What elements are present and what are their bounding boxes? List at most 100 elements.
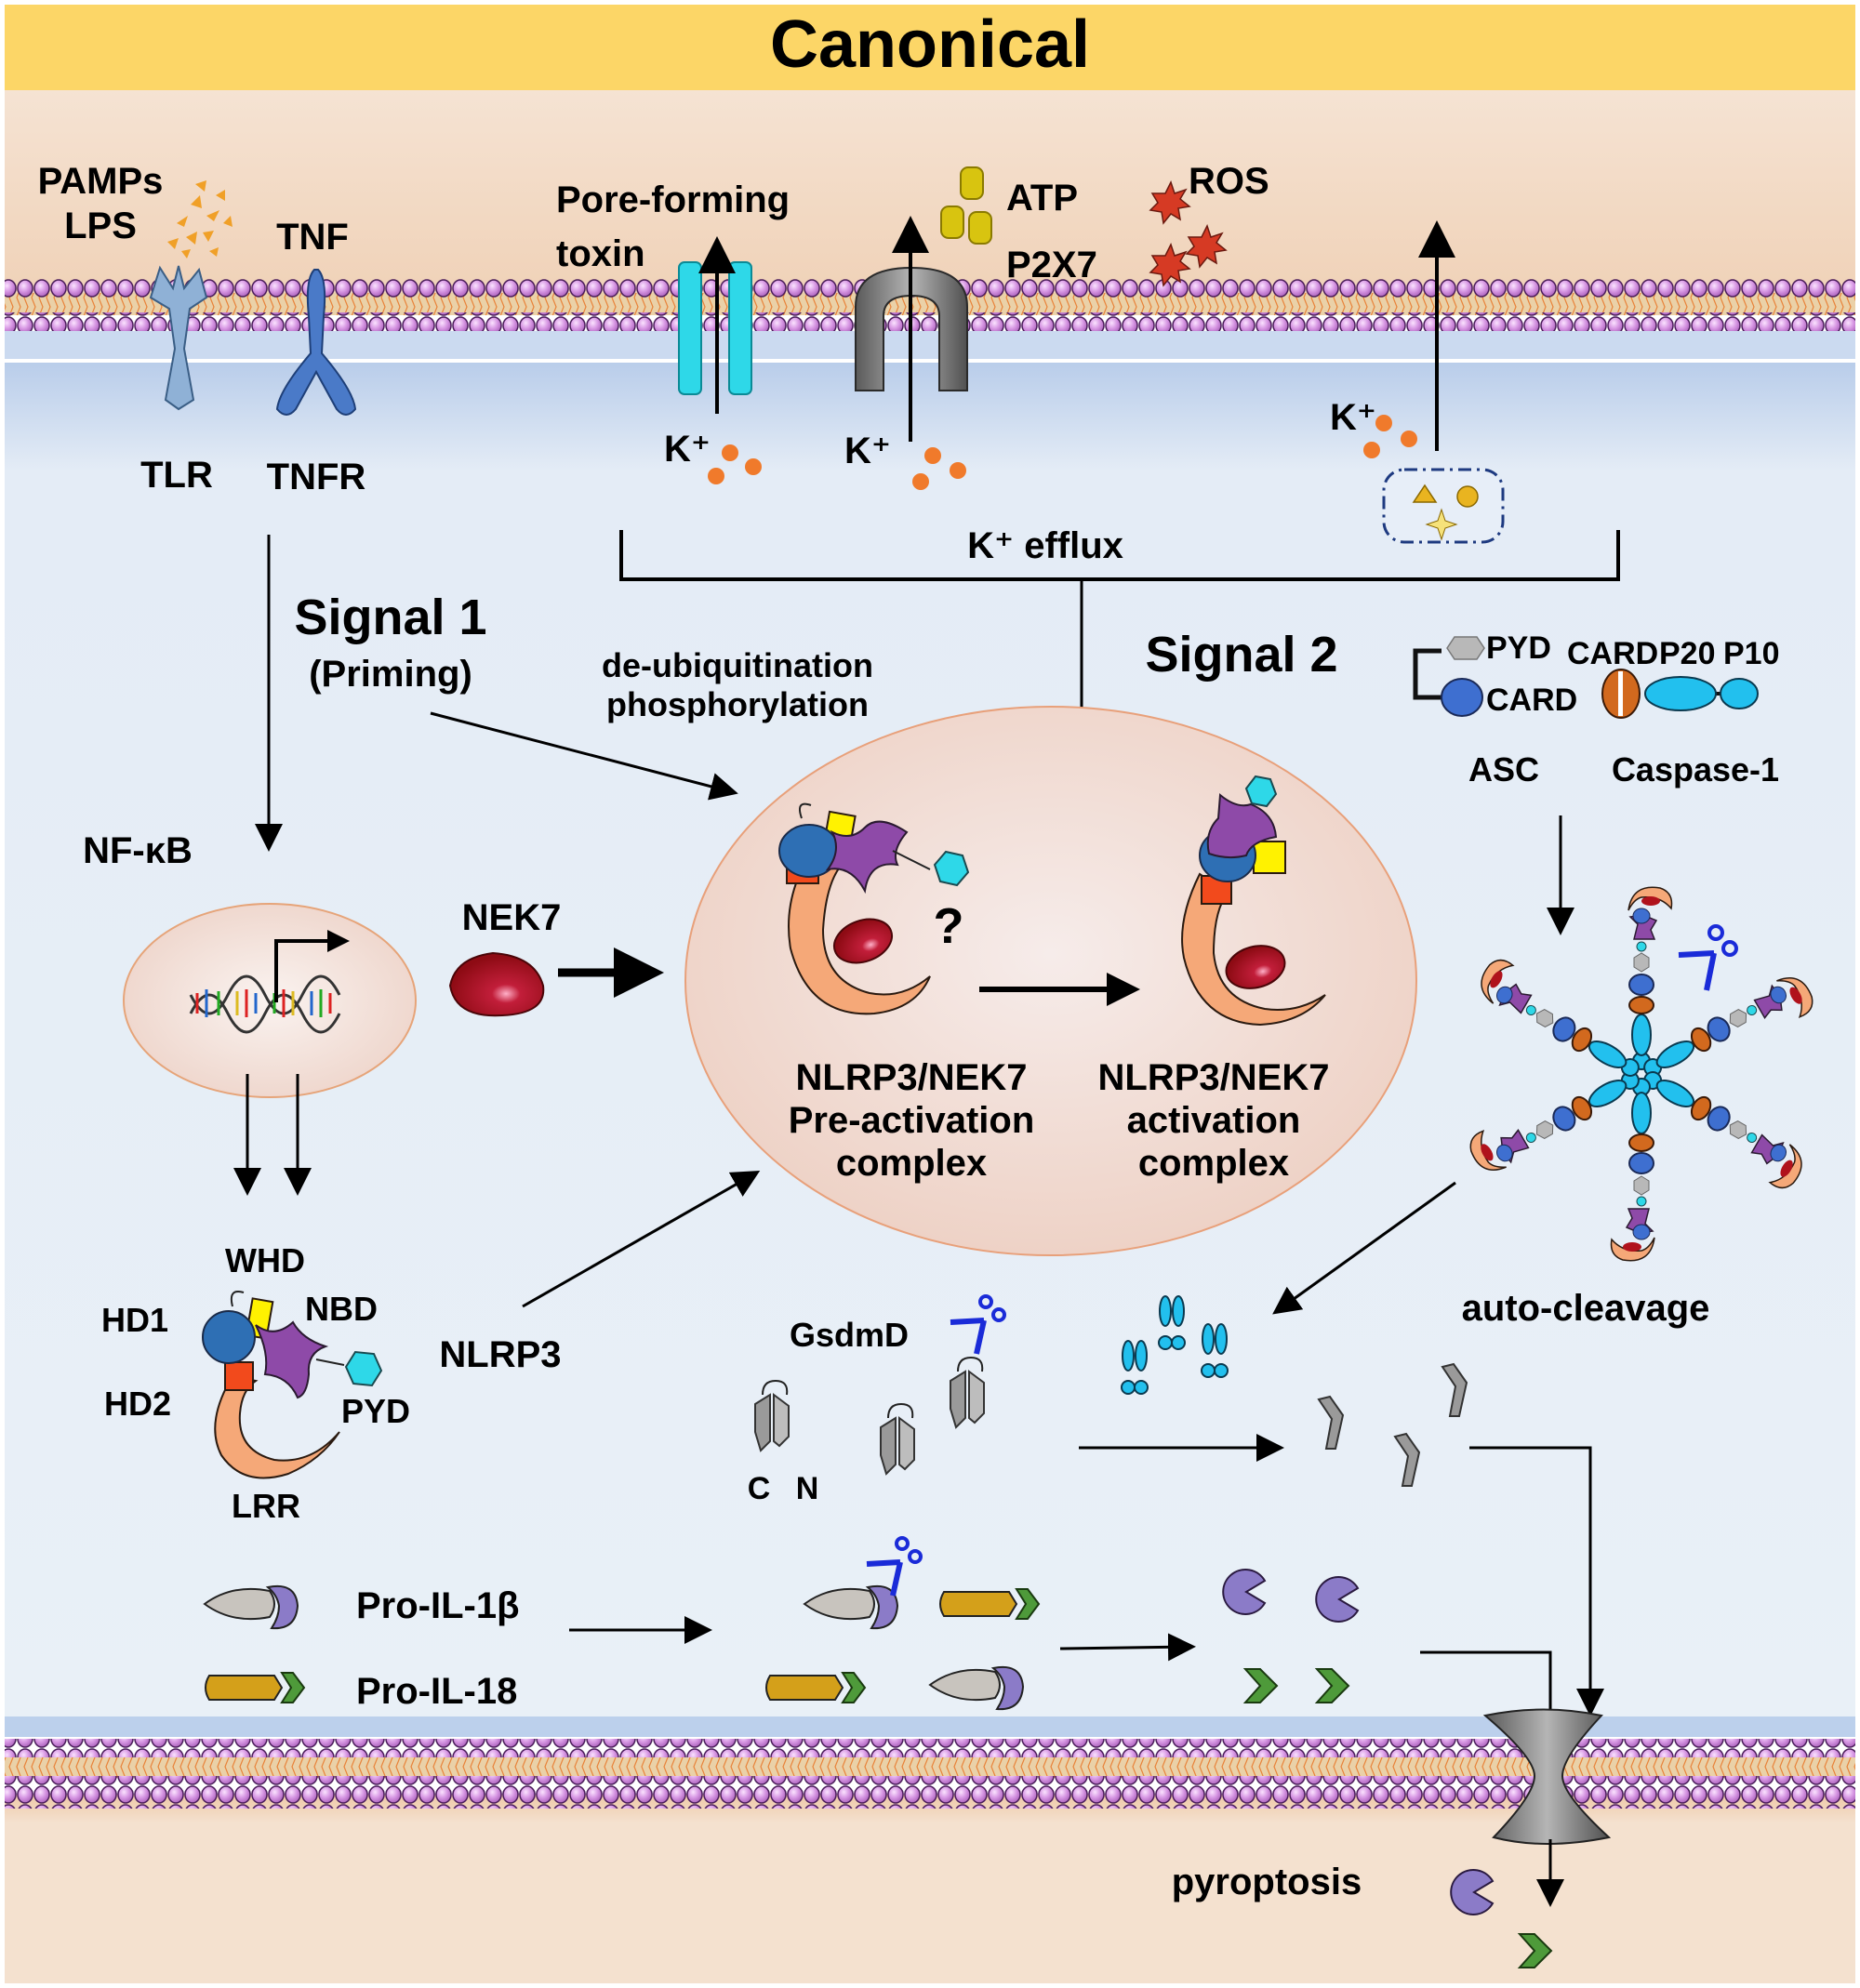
caspase-p20-label: P20 <box>1659 636 1716 671</box>
priming-modification-arrow <box>430 711 738 801</box>
lrr-label: LRR <box>232 1487 300 1525</box>
gsdmd-n-fragments-icon <box>1317 1362 1468 1487</box>
inflammasome-arm <box>1643 977 1814 1077</box>
pyd-label: PYD <box>341 1392 410 1430</box>
activation-complex-label-line3: complex <box>1138 1143 1289 1184</box>
gsdmd-n-fragment <box>1441 1362 1468 1417</box>
whd-label: WHD <box>225 1241 305 1279</box>
pore-forming-toxin-label-line1: Pore-forming <box>556 179 790 220</box>
modification-label-line1: de-ubiquitination <box>602 646 873 684</box>
mature-il18-icon <box>1242 1668 1279 1703</box>
nlrp3-nek7-complex-region <box>684 706 1417 1256</box>
ros-molecules-icon <box>1149 180 1228 287</box>
pro-il1b-icon <box>203 1585 299 1630</box>
asc-legend-icon <box>1413 636 1485 717</box>
nek7-protein-icon <box>448 951 545 1017</box>
inflammasome-arm <box>1481 959 1640 1077</box>
gsdmd-c-terminal-label: C <box>748 1471 771 1506</box>
pyroptosis-label: pyroptosis <box>1172 1862 1362 1902</box>
pro-il18-icon <box>205 1672 306 1703</box>
mature-il1b-icon <box>1450 1869 1495 1915</box>
auto-cleavage-label: auto-cleavage <box>1462 1288 1710 1329</box>
caspase1-legend-icon <box>1601 669 1759 719</box>
lps-label: LPS <box>64 205 137 246</box>
asc-label: ASC <box>1468 750 1539 789</box>
atp-label: ATP <box>1006 178 1078 219</box>
inflammasome-arm <box>1469 1071 1640 1171</box>
p2x7-channel-icon <box>855 266 968 391</box>
transcription-start-arrow <box>274 930 350 1002</box>
potassium-ions-icon <box>912 447 966 490</box>
page-title: Canonical <box>770 7 1090 82</box>
ros-label: ROS <box>1189 161 1269 202</box>
nlrp3-domain-structure-icon <box>202 1291 383 1479</box>
tnfr-label: TNFR <box>267 457 366 497</box>
atp-molecules-icon <box>940 166 992 245</box>
caspase1-label: Caspase-1 <box>1612 750 1779 789</box>
tlr-label: TLR <box>140 455 213 496</box>
nlrp3-recruitment-arrow <box>522 1171 761 1308</box>
scissors-icon <box>950 1294 1006 1355</box>
mature-il1b-icon <box>1222 1569 1267 1615</box>
p2x7-label: P2X7 <box>1006 245 1097 285</box>
gsdmd-n-fragment <box>1393 1432 1421 1487</box>
gsdmd-full-length-icon <box>754 1356 985 1476</box>
mature-il18-icon <box>1314 1668 1350 1703</box>
k-ion-label-3: K⁺ <box>1330 397 1376 438</box>
mature-il1b-icon <box>1315 1576 1360 1623</box>
pre-activation-complex-label-line1: NLRP3/NEK7 <box>796 1057 1028 1098</box>
inflammasome-assembly-icon <box>1469 886 1814 1262</box>
pre-activation-complex-label-line2: Pre-activation <box>789 1100 1035 1141</box>
pore-forming-toxin-channel-icon <box>678 261 752 395</box>
k-efflux-label: K⁺ efflux <box>967 525 1123 566</box>
tnfr-receptor-icon <box>275 269 357 416</box>
title-band <box>5 5 1855 90</box>
uncertain-mechanism-mark: ? <box>934 898 964 954</box>
nlrp3-activation-complex-icon <box>1181 775 1326 1027</box>
gsdmd-label: GsdmD <box>790 1316 909 1354</box>
tnf-label: TNF <box>276 217 349 258</box>
nek7-label: NEK7 <box>462 897 562 938</box>
pamps-label: PAMPs <box>38 161 164 202</box>
pro-il18-icon <box>765 1672 867 1703</box>
tlr-receptor-icon <box>149 265 208 411</box>
pore-forming-toxin-label-line2: toxin <box>556 233 645 274</box>
modification-label-line2: phosphorylation <box>606 685 869 723</box>
potassium-ions-icon <box>1363 415 1417 458</box>
pro-il1b-label: Pro-IL-1β <box>356 1585 520 1626</box>
gsdmd-molecule <box>754 1379 790 1452</box>
dna-helix-icon <box>189 974 341 1034</box>
nlrp3-pre-activation-complex-icon <box>778 802 970 1015</box>
asc-card-label: CARD <box>1486 683 1577 718</box>
potassium-ions-icon <box>708 444 762 484</box>
gsdmd-n-terminal-label: N <box>796 1471 819 1506</box>
mature-il18-icon <box>1517 1933 1553 1968</box>
inflammasome-arm <box>1628 886 1673 1070</box>
plasma-membrane-bottom <box>5 1716 1855 1809</box>
gsdmd-pore-arrow <box>1469 1446 1604 1716</box>
k-efflux-bracket <box>619 530 1620 581</box>
k-ion-label-1: K⁺ <box>664 429 711 470</box>
gsdmd-molecule <box>880 1402 915 1476</box>
pro-il1b-icon <box>803 1585 899 1630</box>
signal1-subtitle: (Priming) <box>309 654 472 695</box>
pre-activation-complex-label-line3: complex <box>836 1143 987 1184</box>
nlrp3-label: NLRP3 <box>439 1334 561 1375</box>
scissors-icon <box>1678 924 1738 991</box>
asc-pyd-label: PYD <box>1486 630 1551 666</box>
pamps-lps-cluster-icon <box>167 180 232 258</box>
inflammasome-arm <box>1643 1071 1802 1189</box>
extracellular-space-top <box>5 90 1855 295</box>
nfkb-label: NF-κB <box>83 830 193 871</box>
nbd-label: NBD <box>305 1290 378 1328</box>
inflammasome-arm <box>1610 1078 1655 1262</box>
lysosome-icon <box>1382 468 1505 544</box>
active-caspase1-fragments-icon <box>1121 1295 1229 1395</box>
gsdmd-n-fragment <box>1317 1395 1345 1450</box>
pro-il18-icon <box>939 1588 1041 1620</box>
hd1-label: HD1 <box>101 1301 168 1339</box>
gsdmd-pore-icon <box>1482 1708 1612 1845</box>
pro-il1b-icon <box>928 1666 1025 1711</box>
caspase-p10-label: P10 <box>1723 636 1780 671</box>
